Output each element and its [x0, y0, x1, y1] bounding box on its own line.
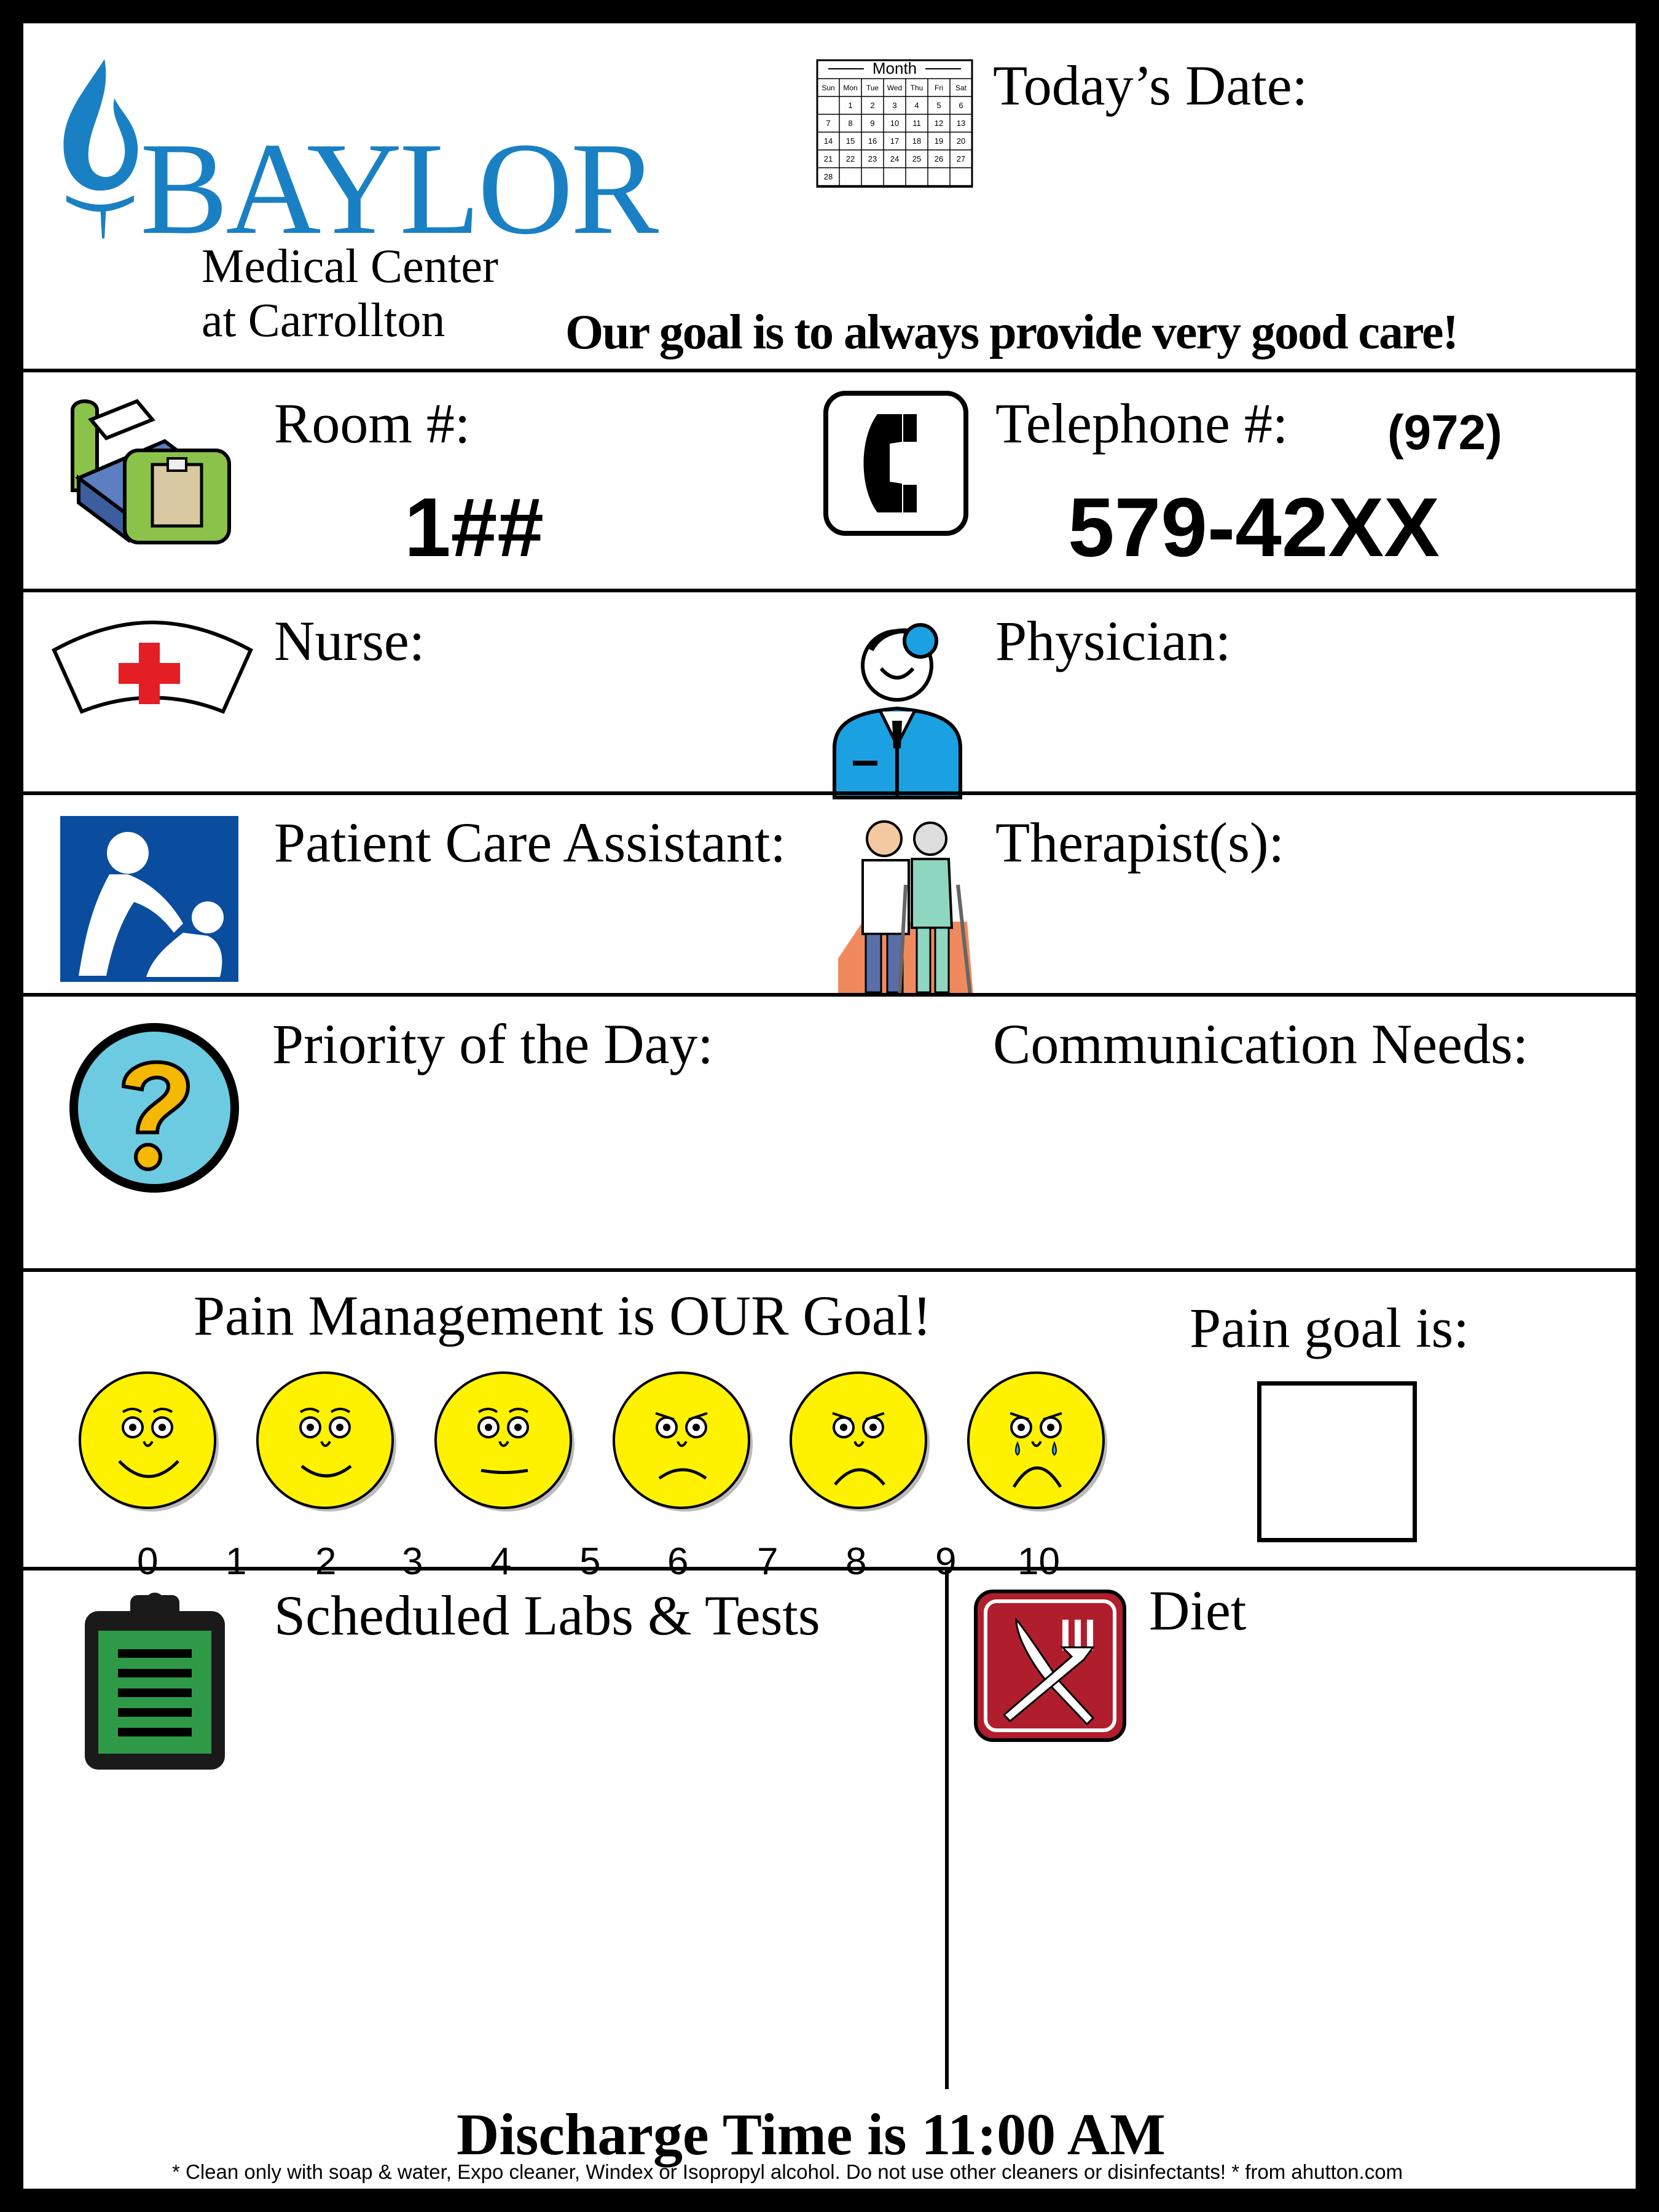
care-goal-text: Our goal is to always provide very good …	[565, 305, 1459, 359]
svg-text:Sun: Sun	[822, 84, 834, 92]
telephone-icon	[822, 390, 970, 537]
scale-0: 0	[137, 1540, 159, 1583]
telephone-area-code: (972)	[1387, 405, 1502, 460]
svg-text:5: 5	[936, 101, 941, 110]
svg-text:Sat: Sat	[955, 84, 967, 92]
svg-text:14: 14	[824, 136, 833, 146]
cleaning-note: * Clean only with soap & water, Expo cle…	[172, 2160, 1403, 2183]
utensils-icon	[973, 1589, 1127, 1743]
svg-text:Mon: Mon	[843, 84, 857, 92]
bed-icon	[54, 386, 238, 558]
svg-text:9: 9	[870, 119, 874, 128]
svg-text:2: 2	[870, 101, 874, 110]
scale-4: 4	[490, 1540, 512, 1583]
whiteboard: BAYLOR Medical Center at Carrollton Mont…	[23, 23, 1636, 2189]
telephone-label: Telephone #:	[995, 392, 1288, 455]
svg-text:21: 21	[824, 154, 833, 163]
scale-10: 10	[1018, 1540, 1060, 1583]
svg-text:8: 8	[848, 119, 852, 128]
svg-text:Fri: Fri	[935, 84, 943, 92]
pain-goal-box[interactable]	[1257, 1381, 1417, 1542]
svg-text:25: 25	[912, 154, 921, 163]
pain-management-title: Pain Management is OUR Goal!	[194, 1284, 931, 1347]
communication-label: Communication Needs:	[993, 1013, 1529, 1075]
pca-label: Patient Care Assistant:	[274, 811, 786, 874]
svg-text:15: 15	[846, 136, 855, 146]
todays-date-label: Today’s Date:	[993, 54, 1308, 117]
svg-text:11: 11	[912, 119, 921, 128]
pain-face-6	[610, 1369, 755, 1514]
svg-text:20: 20	[957, 136, 965, 146]
scale-2: 2	[315, 1540, 337, 1583]
pain-face-2	[254, 1369, 399, 1514]
flame-icon	[63, 59, 138, 238]
svg-text:7: 7	[826, 119, 830, 128]
nurse-label: Nurse:	[274, 610, 425, 672]
svg-text:27: 27	[957, 154, 965, 163]
svg-text:23: 23	[868, 154, 877, 163]
svg-text:22: 22	[846, 154, 855, 163]
pain-face-0	[76, 1369, 221, 1514]
scale-5: 5	[579, 1540, 601, 1583]
care-assistant-icon	[60, 816, 238, 982]
svg-text:6: 6	[959, 101, 963, 110]
pain-goal-label: Pain goal is:	[1190, 1296, 1469, 1359]
nurse-cap-icon	[48, 607, 257, 718]
scale-6: 6	[667, 1540, 689, 1583]
scale-8: 8	[845, 1540, 867, 1583]
svg-text:28: 28	[824, 172, 833, 181]
logo-word: BAYLOR	[140, 115, 659, 262]
labs-label: Scheduled Labs & Tests	[274, 1584, 820, 1647]
svg-text:18: 18	[912, 136, 921, 146]
svg-text:24: 24	[890, 154, 899, 163]
svg-text:Month: Month	[873, 59, 917, 77]
telephone-number: 579-42XX	[1068, 480, 1440, 574]
room-number: 1##	[404, 480, 544, 574]
svg-text:Wed: Wed	[887, 84, 902, 92]
svg-text:4: 4	[914, 101, 919, 110]
scale-7: 7	[757, 1540, 779, 1583]
clipboard-icon	[81, 1589, 229, 1773]
physician-label: Physician:	[995, 610, 1231, 672]
discharge-time: Discharge Time is 11:00 AM	[457, 2101, 1166, 2167]
physician-icon	[828, 607, 970, 804]
svg-text:12: 12	[935, 119, 943, 128]
pain-face-4	[432, 1369, 577, 1514]
therapist-label: Therapist(s):	[995, 811, 1285, 874]
svg-text:13: 13	[957, 119, 965, 128]
logo-subtitle-1: Medical Center	[202, 239, 498, 292]
svg-text:17: 17	[890, 136, 899, 146]
therapist-icon	[826, 811, 979, 1002]
svg-text:3: 3	[892, 101, 896, 110]
logo-subtitle-2: at Carrollton	[202, 293, 445, 347]
diet-label: Diet	[1149, 1579, 1247, 1642]
question-mark-icon	[65, 1019, 243, 1197]
svg-text:10: 10	[890, 119, 899, 128]
svg-text:Tue: Tue	[866, 84, 879, 92]
room-label: Room #:	[274, 392, 471, 455]
pain-face-10	[965, 1369, 1110, 1514]
svg-text:26: 26	[935, 154, 943, 163]
scale-3: 3	[402, 1540, 423, 1583]
pain-face-8	[787, 1369, 932, 1514]
priority-label: Priority of the Day:	[272, 1013, 713, 1075]
svg-text:1: 1	[848, 101, 852, 110]
svg-text:Thu: Thu	[911, 84, 924, 92]
svg-text:16: 16	[868, 136, 877, 146]
scale-1: 1	[226, 1540, 247, 1583]
svg-text:19: 19	[935, 136, 943, 146]
